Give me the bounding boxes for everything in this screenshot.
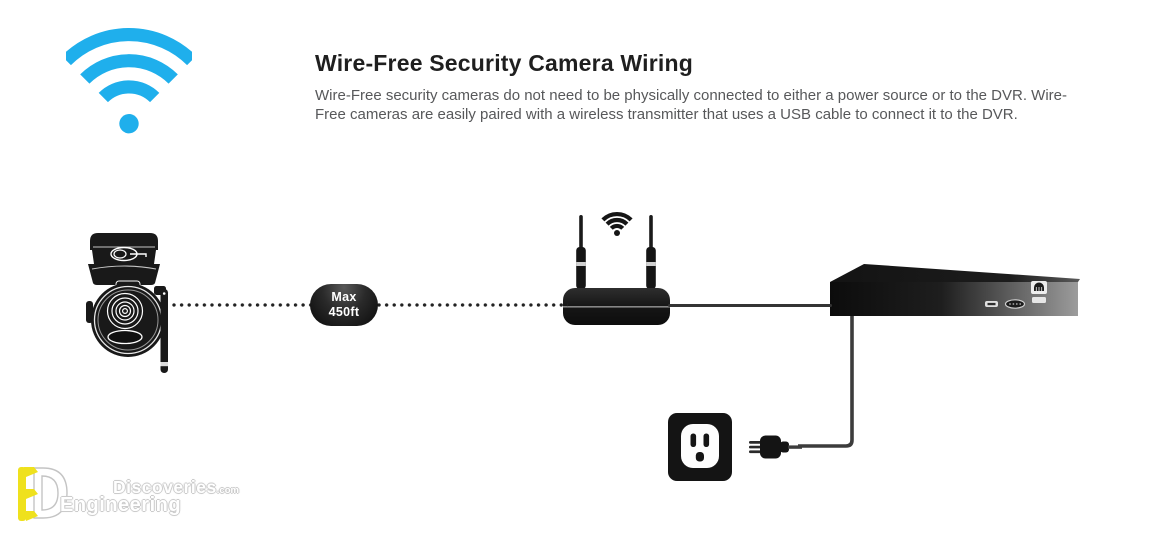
- watermark: Discoveries.com Engineering: [13, 462, 263, 526]
- watermark-word-engineering: Engineering: [60, 494, 182, 516]
- camera-mount-knob: [110, 246, 147, 262]
- plug-cable-stub: [788, 445, 802, 449]
- transmitter-wifi-dot: [614, 230, 620, 236]
- description-line-1: Wire-Free security cameras do not need t…: [315, 87, 1067, 104]
- transmitter-antenna-left: [576, 215, 586, 289]
- transmitter-antenna-right: [646, 215, 656, 289]
- outlet-socket: [681, 424, 719, 468]
- wifi-icon: [66, 28, 192, 134]
- wireless-camera-icon: [86, 233, 168, 373]
- usb-cable-link: [668, 303, 832, 307]
- description-line-2: Free cameras are easily paired with a wi…: [315, 106, 1018, 123]
- camera-antenna: [154, 286, 168, 373]
- camera-lens: [91, 283, 165, 357]
- power-plug-icon: [749, 435, 802, 459]
- page-description: Wire-Free security cameras do not need t…: [315, 86, 1145, 124]
- wireless-transmitter-icon: [563, 212, 670, 325]
- power-cable: [798, 316, 854, 448]
- logo-letter-e: [18, 467, 38, 521]
- plug-prongs: [749, 441, 762, 454]
- watermark-word-discoveries: Discoveries.com: [113, 477, 239, 498]
- power-outlet-icon: [668, 413, 732, 481]
- dvr-ethernet-port: [1031, 281, 1047, 303]
- dvr-serial-port: [1004, 299, 1026, 309]
- range-badge-line1: Max: [331, 290, 357, 304]
- range-badge-line2: 450ft: [328, 305, 360, 319]
- transmitter-wifi-icon: [601, 212, 633, 230]
- range-badge: Max 450ft: [310, 284, 378, 326]
- watermark-word-top-suffix: .com: [216, 485, 239, 496]
- camera-ir-window: [107, 329, 143, 345]
- wifi-arcs: [66, 28, 192, 103]
- page-title: Wire-Free Security Camera Wiring: [315, 50, 693, 76]
- watermark-logo: [18, 467, 68, 521]
- wifi-dot: [119, 114, 139, 134]
- dvr-usb-port: [985, 301, 998, 307]
- transmitter-body: [563, 288, 670, 325]
- dvr-top-face: [830, 264, 1080, 282]
- plug-body: [760, 435, 789, 459]
- watermark-word-top: Discoveries: [113, 477, 217, 497]
- logo-letter-d: [33, 467, 68, 519]
- dvr-icon: [830, 264, 1080, 316]
